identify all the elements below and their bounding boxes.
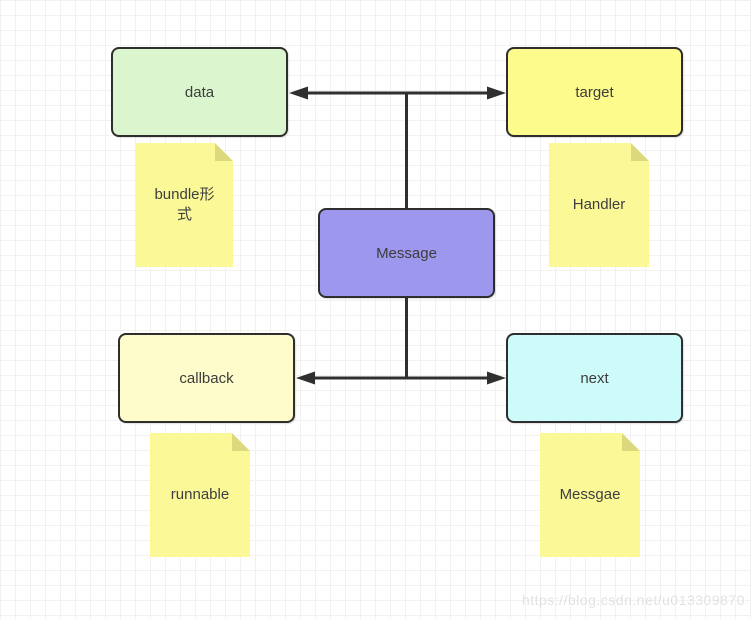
sticky-note-messgae: Messgae — [540, 433, 640, 557]
note-label: Messgae — [559, 486, 621, 503]
node-next: next — [506, 333, 683, 423]
arrowhead-right-top — [487, 86, 506, 100]
node-callback: callback — [118, 333, 295, 423]
arrowhead-left-bottom — [296, 371, 315, 385]
sticky-note-bundle: bundle形式 — [136, 143, 233, 267]
sticky-note-handler: Handler — [549, 143, 649, 267]
node-target: target — [506, 47, 683, 137]
sticky-note-runnable: runnable — [150, 433, 250, 557]
arrowhead-right-bottom — [487, 371, 506, 385]
node-message: Message — [318, 208, 495, 298]
node-data: data — [111, 47, 288, 137]
arrowhead-left-top — [289, 86, 308, 100]
watermark: https://blog.csdn.net/u013309870 — [521, 592, 745, 608]
note-label: Handler — [572, 196, 626, 213]
note-label: runnable — [170, 486, 230, 503]
note-label: bundle形式 — [154, 186, 215, 223]
